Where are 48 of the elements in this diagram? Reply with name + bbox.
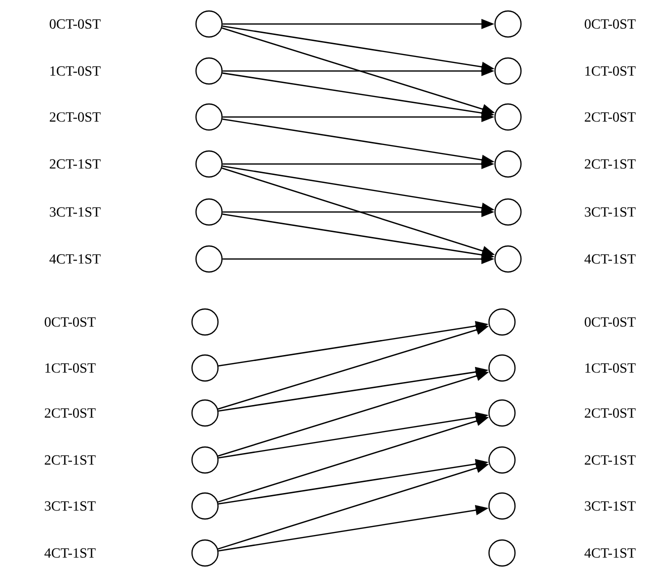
circle-node bbox=[195, 57, 223, 85]
circle-node bbox=[195, 245, 223, 273]
row-label: 2CT-0ST bbox=[584, 112, 636, 122]
row-label: 2CT-1ST bbox=[44, 455, 96, 465]
row-label: 2CT-1ST bbox=[50, 159, 101, 169]
circle-node bbox=[191, 492, 219, 520]
circle-node bbox=[195, 198, 223, 226]
row-label: 0CT-0ST bbox=[584, 19, 636, 29]
row-label: 4CT-1ST bbox=[584, 254, 636, 264]
row-label: 3CT-1ST bbox=[50, 207, 101, 217]
row-label: 3CT-1ST bbox=[584, 207, 636, 217]
row-label: 2CT-0ST bbox=[584, 408, 636, 418]
circle-node bbox=[494, 103, 522, 131]
row-label: 3CT-1ST bbox=[44, 501, 96, 511]
row-label: 0CT-0ST bbox=[50, 19, 101, 29]
circle-node bbox=[195, 150, 223, 178]
circle-node bbox=[494, 198, 522, 226]
circle-node bbox=[195, 103, 223, 131]
row-label: 0CT-0ST bbox=[584, 317, 636, 327]
circle-node bbox=[191, 308, 219, 336]
circle-node bbox=[488, 399, 516, 427]
circle-node bbox=[195, 10, 223, 38]
circle-node bbox=[191, 539, 219, 567]
row-label: 2CT-0ST bbox=[50, 112, 101, 122]
circle-node bbox=[488, 539, 516, 567]
row-label: 4CT-1ST bbox=[584, 548, 636, 558]
circle-node bbox=[494, 57, 522, 85]
circle-node bbox=[488, 446, 516, 474]
circle-node bbox=[191, 446, 219, 474]
circle-node bbox=[488, 354, 516, 382]
row-label: 2CT-1ST bbox=[584, 455, 636, 465]
row-label: 0CT-0ST bbox=[44, 317, 96, 327]
row-label: 1CT-0ST bbox=[45, 363, 96, 373]
row-label: 2CT-0ST bbox=[44, 408, 96, 418]
circle-node bbox=[191, 354, 219, 382]
circle-node bbox=[488, 308, 516, 336]
row-label: 3CT-1ST bbox=[584, 501, 636, 511]
row-label: 1CT-0ST bbox=[585, 66, 636, 76]
circle-node bbox=[494, 245, 522, 273]
row-label: 1CT-0ST bbox=[585, 363, 636, 373]
row-label: 2CT-1ST bbox=[584, 159, 636, 169]
circle-node bbox=[191, 399, 219, 427]
circle-node bbox=[494, 150, 522, 178]
row-label: 1CT-0ST bbox=[50, 66, 101, 76]
row-label: 4CT-1ST bbox=[44, 548, 96, 558]
circle-node bbox=[488, 492, 516, 520]
row-label: 4CT-1ST bbox=[49, 254, 101, 264]
circle-node bbox=[494, 10, 522, 38]
